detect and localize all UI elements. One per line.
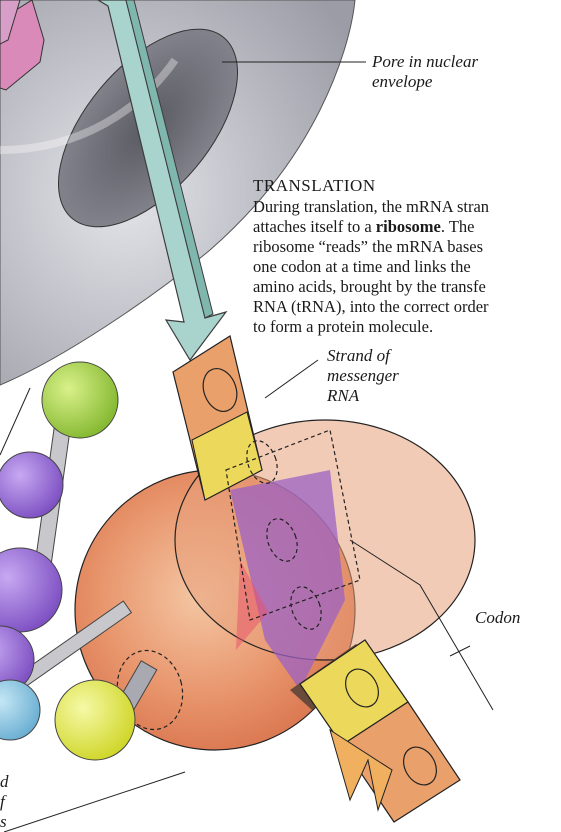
body-line-7: to form a protein molecule.	[253, 317, 561, 337]
body-line-1: During translation, the mRNA stran	[253, 197, 561, 217]
body-line-6: RNA (tRNA), into the correct order	[253, 297, 561, 317]
left-cut-label: d f s	[0, 772, 9, 832]
left-label-line3: s	[0, 812, 9, 832]
translation-body: During translation, the mRNA stran attac…	[253, 197, 561, 337]
body-line-4: one codon at a time and links the	[253, 257, 561, 277]
pore-label: Pore in nuclear envelope	[372, 52, 478, 92]
body-line-2-start: attaches itself to a	[253, 217, 376, 236]
body-line-3: ribosome “reads” the mRNA bases	[253, 237, 561, 257]
codon-label-text: Codon	[475, 608, 520, 628]
translation-section: TRANSLATION During translation, the mRNA…	[253, 176, 561, 337]
body-line-2: attaches itself to a ribosome. The	[253, 217, 561, 237]
strand-label-line2: messenger	[327, 366, 399, 386]
left-label-line1: d	[0, 772, 9, 792]
left-label-line2: f	[0, 792, 9, 812]
strand-label-line3: RNA	[327, 386, 399, 406]
codon-label: Codon	[475, 608, 520, 628]
mrna-strand-label: Strand of messenger RNA	[327, 346, 399, 406]
translation-title: TRANSLATION	[253, 176, 561, 196]
body-line-5: amino acids, brought by the transfe	[253, 277, 561, 297]
pore-label-line2: envelope	[372, 72, 478, 92]
strand-label-line1: Strand of	[327, 346, 399, 366]
body-line-2-end: . The	[441, 217, 475, 236]
pore-label-line1: Pore in nuclear	[372, 52, 478, 72]
ribosome-term: ribosome	[376, 217, 441, 236]
